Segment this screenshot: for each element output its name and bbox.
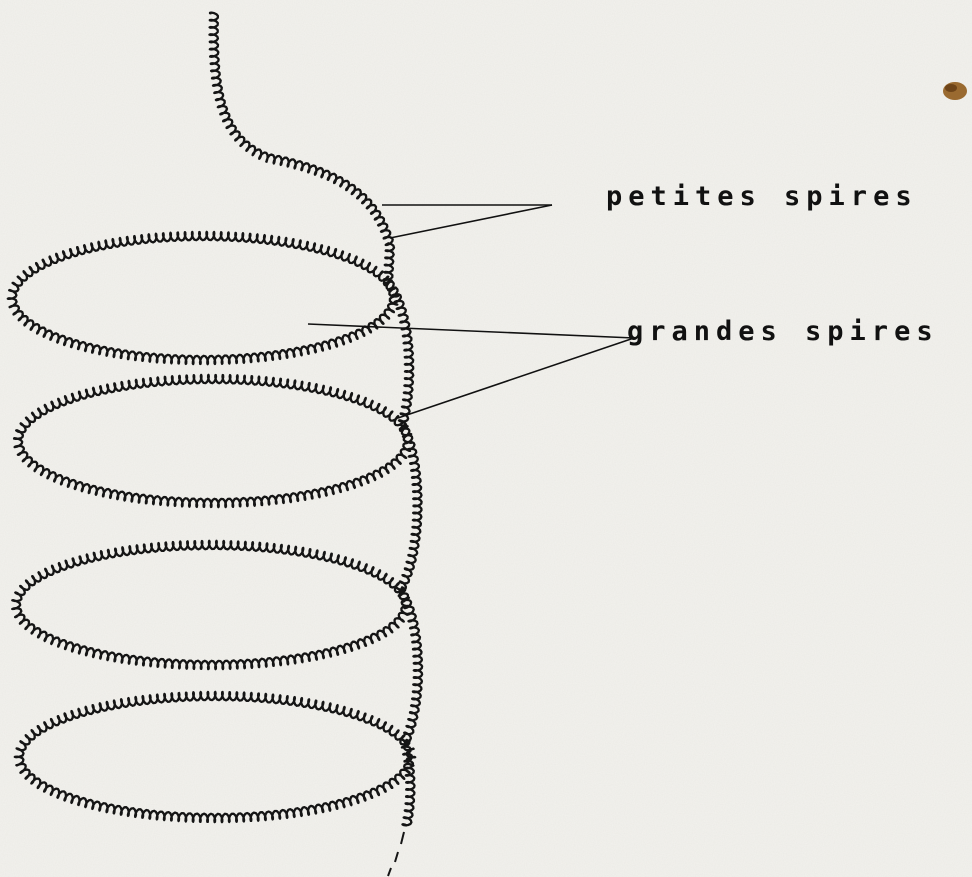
- label-small-turns: petites spires: [606, 181, 918, 212]
- label-large-turns: grandes spires: [627, 316, 939, 347]
- dust-speck: [943, 82, 967, 100]
